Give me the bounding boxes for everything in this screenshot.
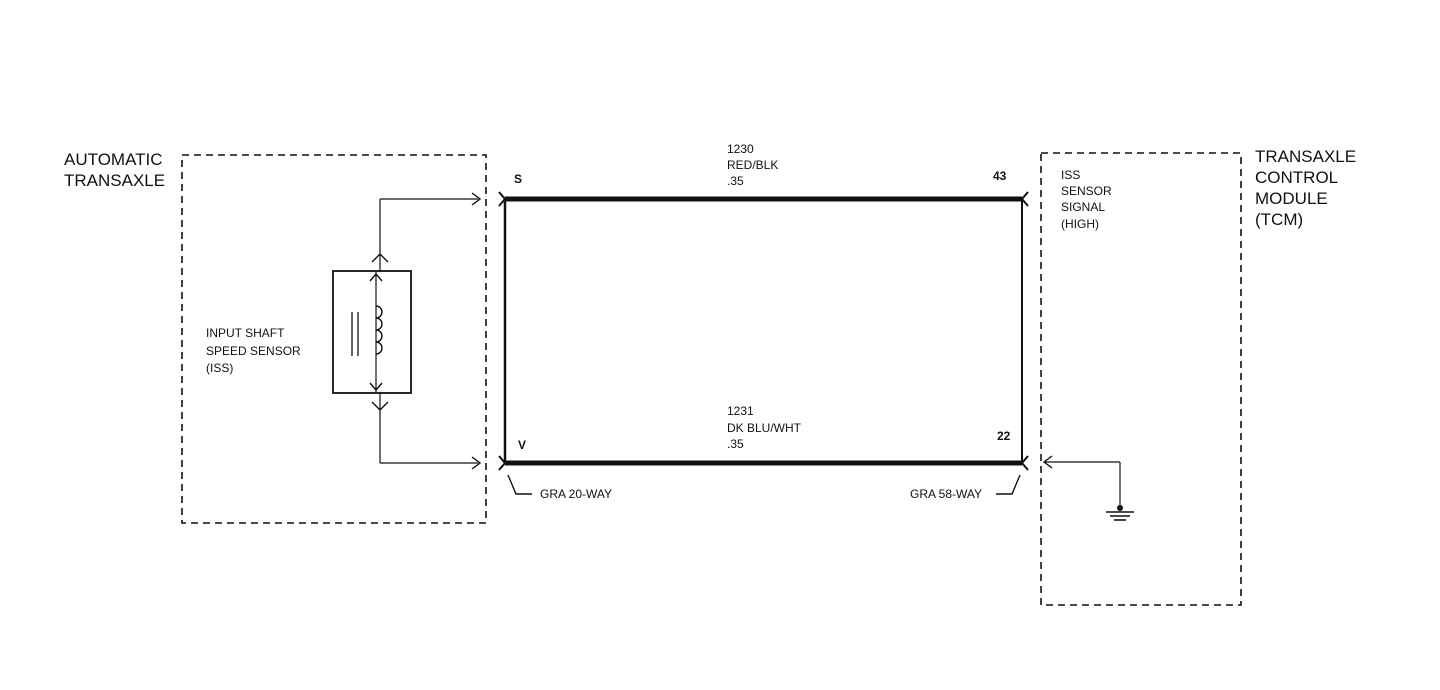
pin-tip-v xyxy=(498,455,507,471)
automatic-transaxle-label: AUTOMATIC TRANSAXLE xyxy=(64,150,167,190)
wire-bottom-label: 1231 DK BLU/WHT .35 xyxy=(727,404,804,451)
pin-22-label: 22 xyxy=(997,429,1011,443)
pin-tip-22 xyxy=(1020,455,1029,471)
connector-left-label: GRA 20-WAY xyxy=(540,487,612,501)
pin-tip-43 xyxy=(1020,191,1029,207)
connector-bracket-left xyxy=(507,474,532,495)
pin-tip-s xyxy=(498,191,507,207)
speed-sensor-symbol xyxy=(332,198,478,464)
tcm-box xyxy=(1040,152,1242,606)
pin-v-label: V xyxy=(518,438,526,452)
iss-signal-label: ISS SENSOR SIGNAL (HIGH) xyxy=(1061,168,1115,231)
wire-top-label: 1230 RED/BLK .35 xyxy=(727,142,782,188)
connector-arrow-bottom-left xyxy=(471,456,482,470)
tcm-input-arrow xyxy=(1042,455,1053,469)
pin-s-label: S xyxy=(514,172,522,186)
pin-43-label: 43 xyxy=(993,169,1007,183)
ground-icon xyxy=(1106,505,1134,521)
connector-right-label: GRA 58-WAY xyxy=(910,487,982,501)
connector-arrow-top-left xyxy=(471,192,482,206)
tcm-label: TRANSAXLE CONTROL MODULE (TCM) xyxy=(1255,147,1361,229)
sensor-label: INPUT SHAFT SPEED SENSOR (ISS) xyxy=(206,326,304,375)
connector-bracket-right xyxy=(996,474,1021,495)
